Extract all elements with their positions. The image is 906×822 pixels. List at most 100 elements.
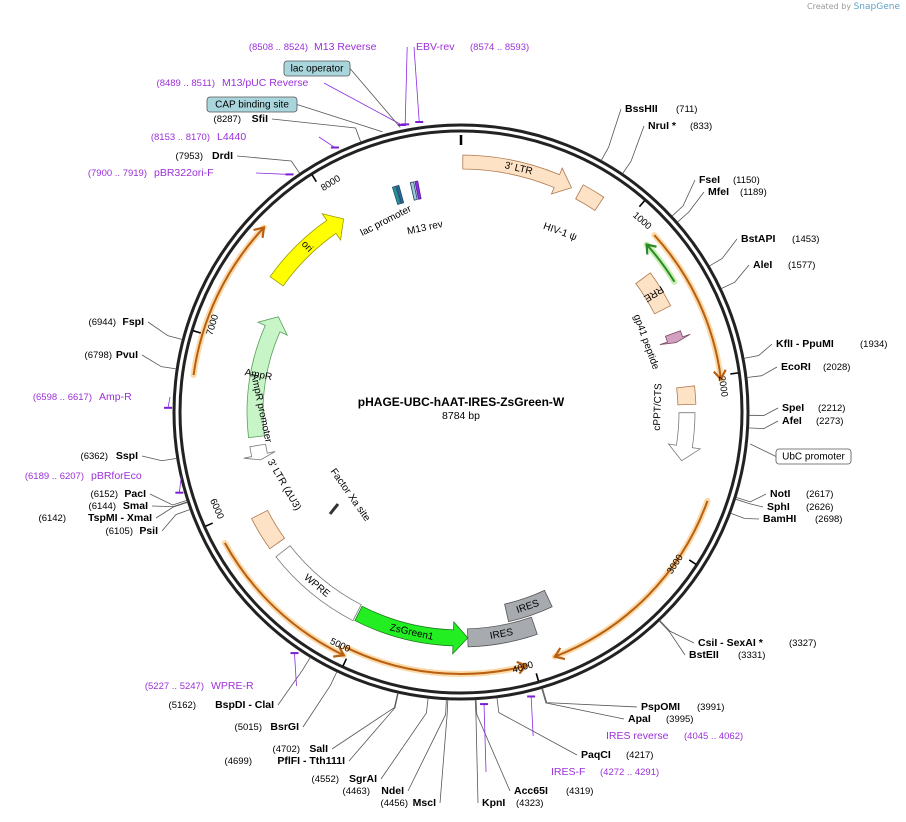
primer-range: (7900 .. 7919) — [88, 168, 147, 179]
site-position: (1577) — [788, 260, 815, 271]
orange-arc — [653, 234, 722, 380]
primer-range: (4272 .. 4291) — [600, 767, 659, 778]
site-name: TspMI - XmaI — [88, 512, 152, 524]
site-leader — [147, 321, 183, 340]
site-position: (2626) — [806, 502, 833, 513]
feature-cap-binding-site — [395, 184, 405, 204]
box-leader — [349, 68, 401, 128]
site-position: (3331) — [738, 650, 765, 661]
site-position: (6152) — [91, 489, 118, 500]
feature-caption: 3' LTR (ΔU3) — [265, 458, 303, 513]
site-position: (833) — [690, 121, 712, 132]
feature-caption: lac promoter — [359, 203, 414, 238]
site-name: ApaI — [628, 713, 651, 725]
tick-label: 6000 — [207, 497, 226, 521]
site-name: BamHI — [763, 513, 796, 525]
leader-lines — [141, 46, 779, 804]
primer-name: IRES reverse — [606, 730, 669, 742]
primer-range: (4045 .. 4062) — [684, 731, 743, 742]
primer-range: (8574 .. 8593) — [470, 42, 529, 53]
site-position: (711) — [676, 104, 697, 115]
primer-leader — [413, 46, 420, 123]
feature-m13-rev — [414, 180, 422, 200]
tick-label: 1000 — [630, 210, 653, 232]
feature-3-ltr-du3- — [251, 509, 286, 550]
site-leader — [622, 125, 645, 174]
site-position: (2273) — [816, 416, 843, 427]
site-position: (5162) — [169, 700, 196, 711]
site-name: AfeI — [782, 415, 802, 427]
site-name: SfiI — [252, 113, 268, 125]
site-name: PacI — [124, 488, 146, 500]
primer-name: M13 Reverse — [314, 41, 377, 53]
site-name: PvuI — [116, 349, 138, 361]
primer-range: (6189 .. 6207) — [25, 471, 84, 482]
site-leader — [302, 671, 338, 728]
site-position: (6142) — [39, 513, 66, 524]
primer-name: M13/pUC Reverse — [222, 77, 309, 89]
tick-label: 8000 — [319, 173, 343, 194]
site-position: (1189) — [740, 187, 767, 198]
site-position: (2617) — [806, 489, 833, 500]
site-name: BspDI - ClaI — [215, 699, 274, 711]
backbone-inner-circle — [178, 129, 744, 695]
site-position: (3991) — [697, 702, 724, 713]
primer-name: Amp-R — [99, 391, 132, 403]
site-leader — [331, 692, 399, 750]
primer-range: (6598 .. 6617) — [33, 392, 92, 403]
site-name: SpeI — [782, 402, 804, 414]
site-leader — [709, 238, 738, 267]
site-name: CsiI - SexAI * — [698, 637, 764, 649]
tick-label: 4000 — [511, 659, 534, 675]
feature-tag-box — [283, 60, 351, 77]
orange-arc-head — [333, 645, 346, 658]
feature-tag-label: lac operator — [291, 64, 344, 75]
site-position: (6798) — [85, 350, 112, 361]
site-name: PsiI — [139, 525, 158, 537]
primer-name: WPRE-R — [211, 680, 254, 692]
primer-range: (5227 .. 5247) — [145, 681, 204, 692]
site-leader — [671, 179, 696, 217]
site-position: (4456) — [381, 798, 408, 809]
box-leader — [296, 104, 383, 133]
site-position: (1453) — [792, 234, 819, 245]
primer-leader — [323, 82, 403, 126]
site-name: PflFI - Tth111I — [277, 755, 345, 767]
primer-name: pBR322ori-F — [154, 167, 214, 179]
site-leader — [474, 699, 479, 804]
site-name: MscI — [413, 797, 436, 809]
site-position: (4217) — [626, 750, 653, 761]
site-leader — [149, 493, 188, 506]
tick-mark — [535, 673, 540, 682]
feature-ires-bottom — [467, 616, 538, 648]
snapgene-logo: SnapGene — [853, 2, 900, 12]
site-position: (4699) — [225, 756, 252, 767]
site-position: (6944) — [89, 317, 116, 328]
feature-ires-top — [504, 589, 553, 623]
site-name: KflI - PpuMI — [776, 338, 834, 350]
site-name: SmaI — [123, 500, 148, 512]
orange-arc-head — [553, 647, 566, 661]
site-leader — [496, 697, 578, 756]
primer-leader — [255, 172, 290, 175]
feature-lac-promoter — [391, 185, 402, 205]
primer-leader — [483, 704, 487, 773]
site-position: (2212) — [818, 403, 845, 414]
site-name: AleI — [753, 259, 772, 271]
site-name: FseI — [699, 174, 720, 186]
orange-arc-head — [516, 660, 529, 675]
site-position: (6362) — [81, 451, 108, 462]
site-name: FspI — [122, 316, 144, 328]
site-leader — [271, 118, 362, 143]
credit: Created by SnapGene — [807, 2, 900, 12]
site-leader — [407, 699, 447, 792]
site-leader — [541, 688, 625, 720]
site-position: (1150) — [733, 175, 760, 186]
primer-name: IRES-F — [551, 766, 585, 778]
feature-tag-label: CAP binding site — [215, 100, 289, 111]
tick-mark — [342, 658, 348, 667]
feature-label: AmpR — [244, 367, 273, 383]
primer-leader — [178, 475, 182, 493]
site-position: (2698) — [815, 514, 842, 525]
